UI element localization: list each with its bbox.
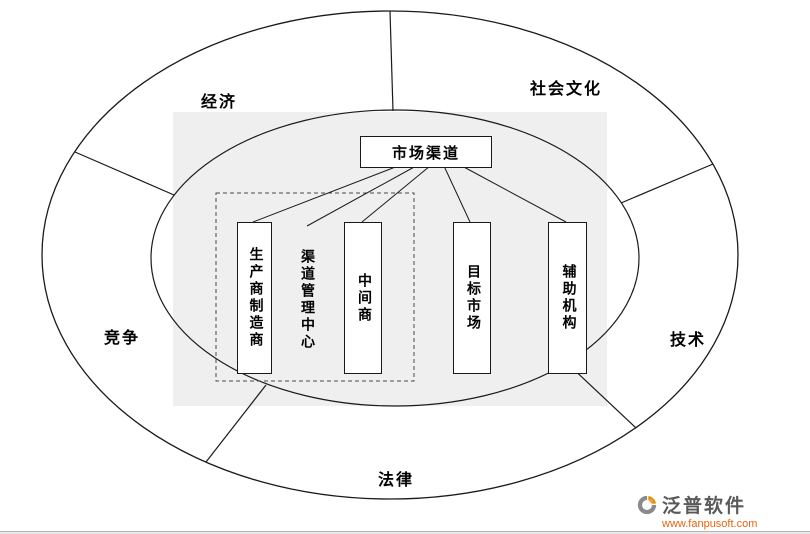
ring-divider-lower-left bbox=[205, 384, 267, 463]
ring-label-competition: 竞争 bbox=[103, 330, 141, 347]
ring-label-law: 法律 bbox=[377, 472, 415, 489]
connector-target-market bbox=[443, 165, 471, 223]
ring-divider-lower-right bbox=[567, 363, 637, 429]
inner-ellipse bbox=[150, 109, 640, 407]
ring-label-economy: 经济 bbox=[200, 94, 238, 111]
connector-middleman bbox=[361, 165, 431, 223]
market-channel-box: 市场渠道 bbox=[360, 136, 492, 168]
ring-label-technology: 技术 bbox=[669, 332, 707, 349]
dashed-group-rect bbox=[215, 192, 415, 382]
ring-divider-upper-left bbox=[74, 151, 175, 196]
column-support-org: 辅助机构 bbox=[548, 222, 587, 374]
ring-divider-top bbox=[389, 10, 394, 112]
brand-url-link[interactable]: www.fanpusoft.com bbox=[662, 518, 758, 530]
bottom-divider bbox=[0, 531, 810, 534]
brand-name[interactable]: 泛普软件 bbox=[662, 496, 747, 517]
column-channel-mgmt-center: 渠道管理中心 bbox=[299, 249, 314, 351]
fanpu-logo-icon bbox=[637, 495, 657, 514]
ring-divider-upper-right bbox=[620, 163, 714, 204]
ring-label-social-culture: 社会文化 bbox=[529, 81, 603, 98]
connector-producer bbox=[252, 165, 399, 223]
column-target-market: 目标市场 bbox=[453, 222, 491, 374]
connector-channel-mgmt bbox=[306, 165, 417, 227]
connector-support-org bbox=[461, 165, 567, 223]
brand-block[interactable]: 泛普软件 www.fanpusoft.com bbox=[636, 491, 796, 530]
column-middleman: 中间商 bbox=[344, 222, 382, 374]
column-producer: 生产商制造商 bbox=[237, 222, 272, 374]
